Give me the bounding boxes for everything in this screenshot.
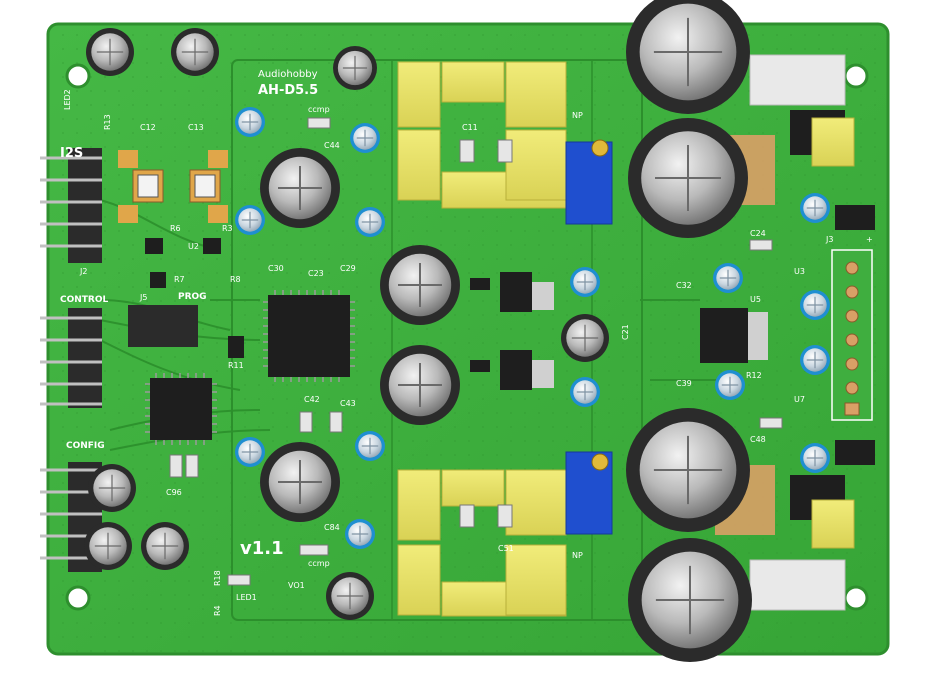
refdes-c11: C11 — [462, 123, 478, 132]
electrolytic-capacitor-small — [800, 443, 830, 473]
electrolytic-capacitor — [326, 572, 374, 620]
electrolytic-capacitor-small — [235, 205, 265, 235]
pin-header — [68, 148, 198, 572]
electrolytic-capacitor — [88, 464, 136, 512]
electrolytic-capacitor-small — [355, 431, 385, 461]
refdes-c23: C23 — [308, 269, 324, 278]
refdes-j3: J3 — [826, 235, 834, 244]
electrolytic-capacitor — [260, 442, 340, 522]
smd-components — [118, 117, 783, 586]
refdes-c44: C44 — [324, 141, 340, 150]
electrolytic-capacitor — [84, 522, 132, 570]
refdes-u2: U2 — [188, 242, 199, 251]
refdes-r7: R7 — [174, 275, 185, 284]
refdes-j2: J2 — [80, 267, 88, 276]
refdes-np-top: NP — [572, 111, 583, 120]
film-capacitor — [397, 61, 567, 617]
refdes-plus: + — [866, 235, 873, 244]
refdes-c39: C39 — [676, 379, 692, 388]
power-connector-bottom — [749, 559, 846, 611]
refdes-r4: R4 — [213, 605, 222, 616]
electrolytic-capacitor-small — [715, 370, 745, 400]
electrolytic-capacitor — [141, 522, 189, 570]
refdes-u7: U7 — [794, 395, 805, 404]
refdes-c84: C84 — [324, 523, 340, 532]
refdes-np-bot: NP — [572, 551, 583, 560]
electrolytic-capacitor — [626, 408, 750, 532]
trimmer-pot — [565, 139, 613, 535]
controller-chip — [145, 373, 217, 445]
electrolytic-capacitor-small — [345, 519, 375, 549]
refdes-c42: C42 — [304, 395, 320, 404]
model-label: AH-D5.5 — [258, 83, 319, 98]
electrolytic-capacitor-small — [800, 193, 830, 223]
i2s-header-label: I2S — [60, 146, 84, 161]
prog-header-label: PROG — [178, 292, 207, 302]
electrolytic-capacitor — [171, 28, 219, 76]
electrolytic-capacitor — [626, 0, 750, 114]
electrolytic-capacitor — [260, 148, 340, 228]
electrolytic-capacitor-small — [570, 267, 600, 297]
refdes-r3: R3 — [222, 224, 233, 233]
refdes-r13: R13 — [103, 114, 112, 130]
refdes-ccmp-bot: ccmp — [308, 559, 330, 568]
refdes-c12: C12 — [140, 123, 156, 132]
refdes-r11: R11 — [228, 361, 244, 370]
refdes-r18: R18 — [213, 570, 222, 586]
refdes-u5: U5 — [750, 295, 761, 304]
electrolytic-capacitor-small — [350, 123, 380, 153]
refdes-led2: LED2 — [63, 89, 72, 110]
refdes-c29: C29 — [340, 264, 356, 273]
refdes-c43: C43 — [340, 399, 356, 408]
voltage-regulator — [500, 272, 768, 390]
refdes-led1: LED1 — [236, 593, 257, 602]
refdes-c13: C13 — [188, 123, 204, 132]
electrolytic-capacitor-small — [235, 107, 265, 137]
refdes-c96: C96 — [166, 488, 182, 497]
mounting-hole — [65, 63, 869, 611]
refdes-c48: C48 — [750, 435, 766, 444]
refdes-c24: C24 — [750, 229, 766, 238]
electrolytic-capacitor-small — [235, 437, 265, 467]
crystal-oscillator — [132, 169, 221, 203]
refdes-r6: R6 — [170, 224, 181, 233]
refdes-vo1: VO1 — [288, 581, 305, 590]
power-connector-top — [749, 54, 846, 106]
refdes-u3: U3 — [794, 267, 805, 276]
electrolytic-capacitor — [333, 46, 377, 90]
refdes-c51: C51 — [498, 544, 514, 553]
dac-chip — [263, 290, 355, 382]
electrolytic-capacitor-small — [355, 207, 385, 237]
refdes-c30: C30 — [268, 264, 284, 273]
electrolytic-capacitor — [380, 245, 460, 325]
refdes-ccmp-top: ccmp — [308, 105, 330, 114]
electrolytic-capacitor — [86, 28, 134, 76]
control-header-label: CONTROL — [60, 295, 109, 305]
electrolytic-capacitor-small — [570, 377, 600, 407]
electrolytic-capacitor — [628, 538, 752, 662]
refdes-c32: C32 — [676, 281, 692, 290]
electrolytic-capacitor — [380, 345, 460, 425]
electrolytic-capacitor-small — [800, 345, 830, 375]
version-label: v1.1 — [240, 538, 284, 559]
electrolytic-capacitor-small — [800, 290, 830, 320]
electrolytic-capacitor-small — [713, 263, 743, 293]
refdes-c21: C21 — [621, 324, 630, 340]
brand-label: Audiohobby — [258, 69, 318, 80]
refdes-r12: R12 — [746, 371, 762, 380]
electrolytic-capacitor — [628, 118, 748, 238]
electrolytic-capacitor — [561, 314, 609, 362]
refdes-r8: R8 — [230, 275, 241, 284]
refdes-j5: J5 — [140, 293, 148, 302]
config-header-label: CONFIG — [66, 441, 105, 451]
